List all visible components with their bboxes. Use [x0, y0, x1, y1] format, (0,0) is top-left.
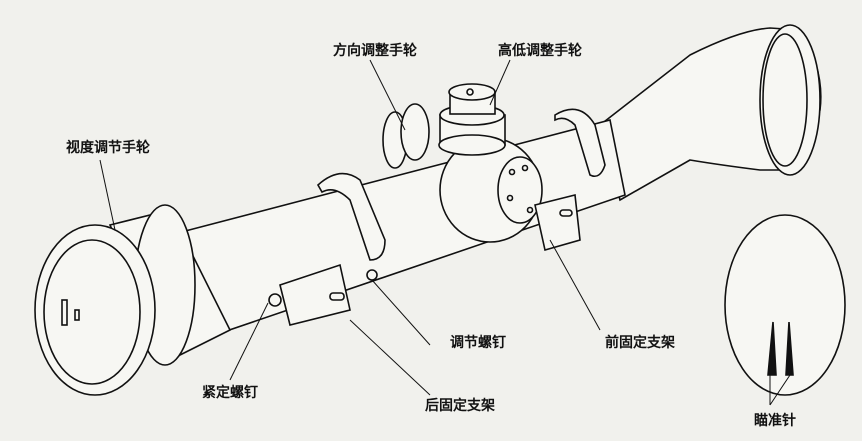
label-rear-mount: 后固定支架 [425, 398, 495, 414]
eyepiece [34, 204, 232, 396]
objective-bell [599, 24, 822, 202]
label-diopter-knob: 视度调节手轮 [66, 140, 150, 156]
turret-body [439, 137, 543, 243]
label-locking-screw: 紧定螺钉 [202, 385, 258, 401]
reticle-inset [724, 214, 846, 396]
label-aiming-post: 瞄准针 [754, 413, 796, 429]
label-adjusting-screw: 调节螺钉 [450, 335, 506, 351]
windage-knob [382, 103, 430, 169]
label-windage-knob: 方向调整手轮 [333, 43, 417, 59]
elevation-knob [438, 83, 506, 156]
label-front-mount: 前固定支架 [605, 335, 675, 351]
label-elevation-knob: 高低调整手轮 [498, 43, 582, 59]
front-mount [534, 108, 606, 252]
rear-mount [268, 172, 386, 326]
leader-lines [99, 59, 791, 406]
